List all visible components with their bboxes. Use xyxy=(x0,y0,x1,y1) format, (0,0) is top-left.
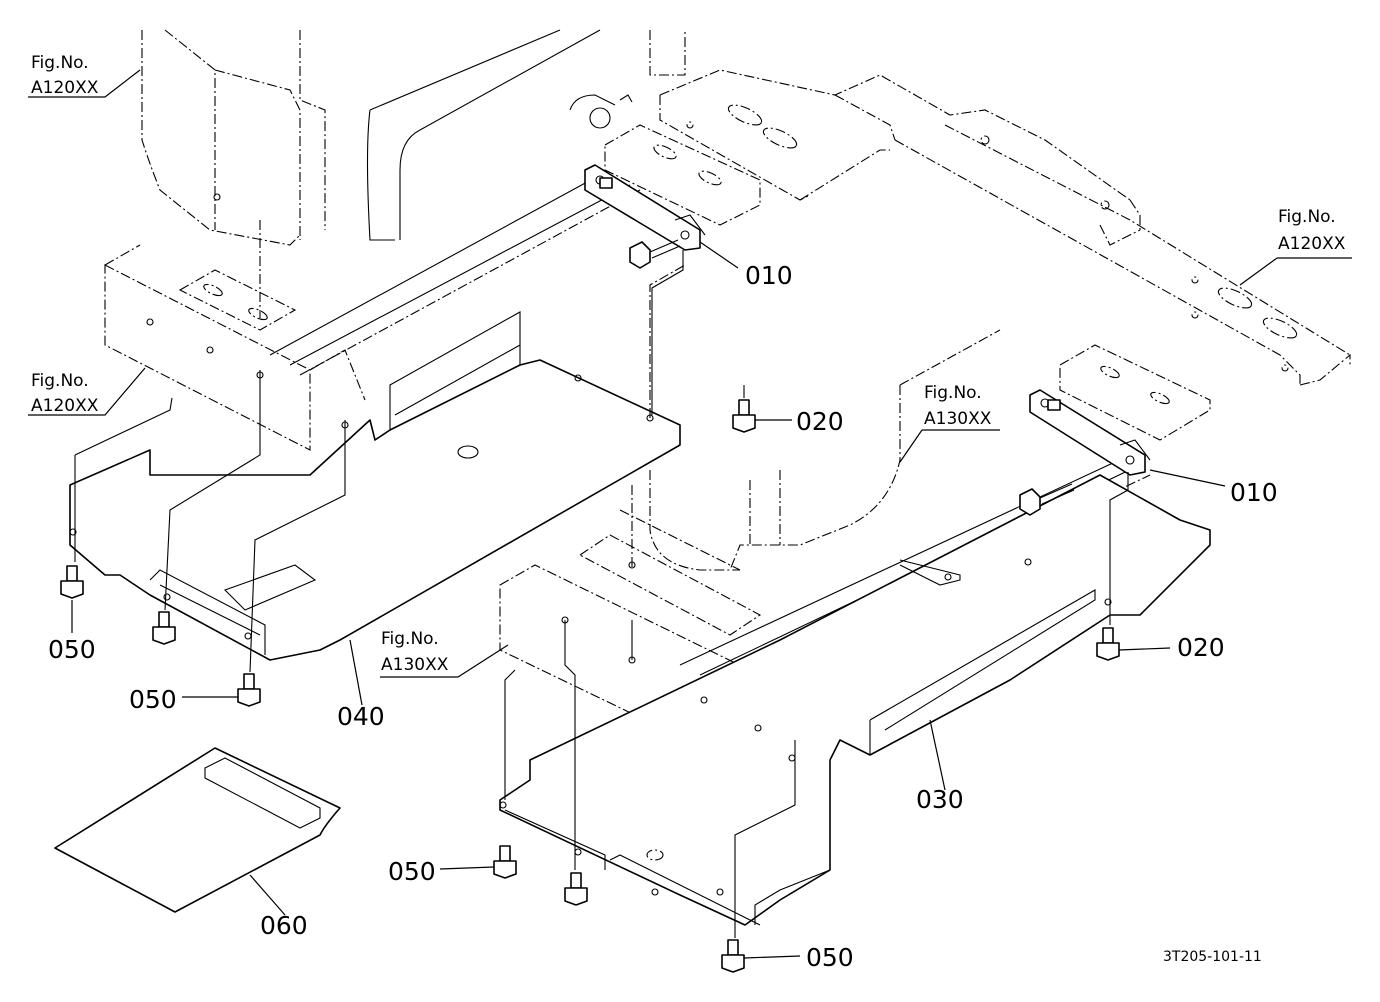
bolt-icon-050-e xyxy=(564,872,588,906)
undercover-030 xyxy=(499,474,1211,926)
part-050-label-c: 050 xyxy=(388,857,436,886)
undercover-040 xyxy=(69,264,686,661)
bracket-010-upper xyxy=(584,164,706,251)
right-frame-rail xyxy=(659,69,1351,386)
fig-ref-1-line2: A120XX xyxy=(31,78,99,98)
bolt-icon-050-b xyxy=(152,611,176,645)
fig-ref-2-line1: Fig.No. xyxy=(31,371,89,391)
bolt-icon-020-b xyxy=(1096,627,1120,661)
bracket-010-lower xyxy=(1029,389,1151,476)
fig-ref-2-line2: A120XX xyxy=(31,396,99,416)
figure-references: Fig.No. A120XX Fig.No. A120XX Fig.No. A1… xyxy=(31,53,1346,675)
part-020-label-a: 020 xyxy=(796,407,844,436)
part-060-label: 060 xyxy=(260,911,308,940)
sheet-060 xyxy=(54,747,341,913)
fig-ref-4-line2: A130XX xyxy=(924,409,992,429)
fig-ref-3-line2: A120XX xyxy=(1278,234,1346,254)
part-040-label: 040 xyxy=(337,702,385,731)
part-050-label-a: 050 xyxy=(48,635,96,664)
bolt-icon-050-a xyxy=(60,565,84,599)
drawing-code: 3T205-101-11 xyxy=(1163,949,1262,965)
part-020-label-b: 020 xyxy=(1177,633,1225,662)
bolt-icon-050-f xyxy=(721,939,745,973)
bolt-icon-050-c xyxy=(237,673,261,707)
bolt-icon-020-a xyxy=(732,399,756,433)
part-050-label-d: 050 xyxy=(806,943,854,972)
part-050-label-b: 050 xyxy=(129,685,177,714)
fig-ref-5-line2: A130XX xyxy=(381,655,449,675)
part-010-label-b: 010 xyxy=(1230,478,1278,507)
part-010-label-a: 010 xyxy=(745,261,793,290)
leader-lines xyxy=(28,69,1352,959)
part-030-label: 030 xyxy=(916,785,964,814)
center-structure xyxy=(619,329,1001,571)
upper-mount-brackets xyxy=(178,124,1211,441)
upper-frame-outline xyxy=(141,29,686,246)
fig-ref-5-line1: Fig.No. xyxy=(381,629,439,649)
fig-ref-1-line1: Fig.No. xyxy=(31,53,89,73)
part-labels: 010 010 020 020 030 040 050 050 050 050 … xyxy=(48,261,1278,972)
bolt-axis-lines xyxy=(74,193,1129,938)
fig-ref-4-line1: Fig.No. xyxy=(924,383,982,403)
bolt-icon-010-lower xyxy=(1019,483,1075,516)
bolt-icon-010-upper xyxy=(629,239,681,269)
fig-ref-3-line1: Fig.No. xyxy=(1278,207,1336,227)
bolt-icon-050-d xyxy=(493,845,517,879)
